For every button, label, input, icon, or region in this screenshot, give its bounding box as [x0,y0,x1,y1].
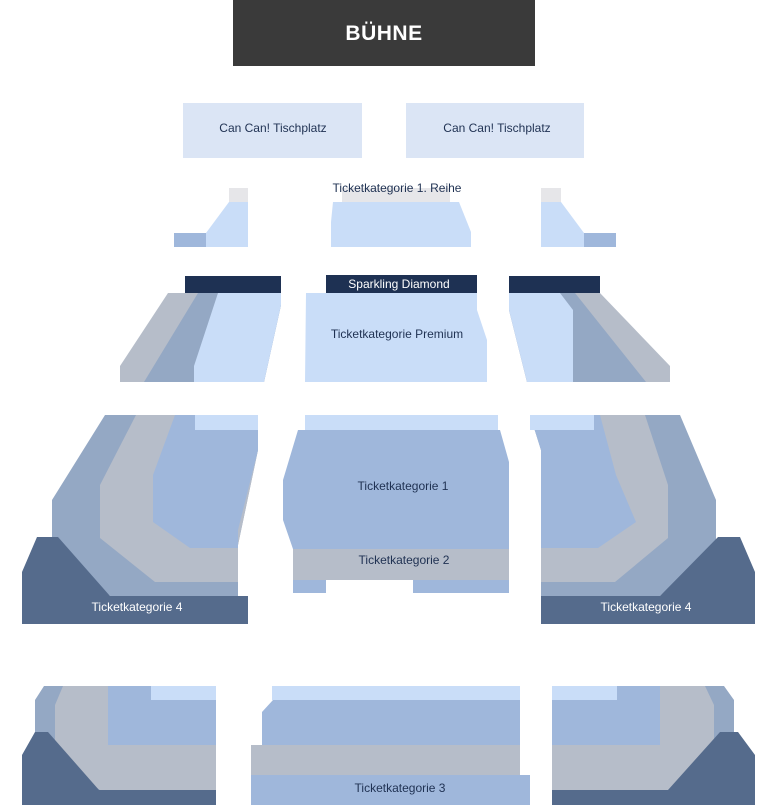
kat3-middle-block[interactable] [251,745,520,775]
section-kat3-center[interactable]: Ticketkategorie 3 [251,686,530,805]
bottom-left-kat4[interactable] [22,732,216,805]
section-bottom-left[interactable] [22,686,216,805]
reihe1-center-cap [342,188,450,202]
section-diamond-center[interactable]: Sparkling Diamond [326,275,477,293]
kat4-right-block[interactable] [541,537,755,624]
section-tischplatz-right[interactable]: Can Can! Tischplatz [406,103,584,158]
section-diamond-left[interactable] [185,276,281,293]
tischplatz-right-block[interactable] [406,103,584,158]
kat4-left-block[interactable] [22,537,248,624]
kat1-center-block[interactable] [283,430,509,549]
stage: BÜHNE [233,0,535,66]
reihe1-left-cap [229,188,248,202]
diamond-label: Sparkling Diamond [348,277,449,291]
kat-right-top-strip[interactable] [530,415,594,430]
kat4-right-label: Ticketkategorie 4 [601,600,692,614]
reihe1-left-block[interactable] [206,202,248,247]
section-kat-left[interactable]: Ticketkategorie 4 [22,415,258,624]
bottom-right-kat4[interactable] [552,732,755,805]
kat2-right-foot[interactable] [413,580,509,593]
section-reihe1-right[interactable] [541,188,616,247]
diamond-right-block[interactable] [509,276,600,293]
kat4-left-label: Ticketkategorie 4 [92,600,183,614]
tischplatz-left-label: Can Can! Tischplatz [219,121,326,135]
premium-left-inner[interactable] [194,293,281,382]
kat1-top-strip[interactable] [305,415,498,430]
reihe1-left-tail[interactable] [174,233,206,247]
tischplatz-right-label: Can Can! Tischplatz [443,121,550,135]
kat-left-inner[interactable] [153,415,258,548]
reihe1-right-tail[interactable] [584,233,616,247]
kat2-center-block[interactable] [293,549,509,580]
section-tischplatz-left[interactable]: Can Can! Tischplatz [183,103,362,158]
stage-label: BÜHNE [345,22,422,45]
kat1-label: Ticketkategorie 1 [358,479,449,493]
kat3-upper-block[interactable] [262,700,520,745]
reihe1-center-block[interactable] [331,202,471,247]
premium-center-block[interactable] [305,293,487,382]
section-diamond-right[interactable] [509,276,600,293]
reihe1-right-block[interactable] [541,202,584,247]
reihe1-right-cap [541,188,561,202]
tischplatz-left-block[interactable] [183,103,362,158]
kat-right-inner[interactable] [530,415,636,548]
kat3-top-strip[interactable] [272,686,520,700]
bottom-right-top-strip[interactable] [552,686,617,700]
diamond-center-block[interactable] [326,275,477,293]
section-kat-right[interactable]: Ticketkategorie 4 [530,415,755,624]
section-premium-right[interactable] [509,293,670,382]
kat3-lower-block[interactable] [251,775,530,805]
stage-block [233,0,535,66]
section-kat1-center[interactable]: Ticketkategorie 1 [283,415,509,549]
premium-label: Ticketkategorie Premium [331,327,463,341]
premium-right-inner[interactable] [509,293,573,382]
kat3-label: Ticketkategorie 3 [355,781,446,795]
bottom-left-top-strip[interactable] [151,686,216,700]
diamond-left-block[interactable] [185,276,281,293]
kat2-label: Ticketkategorie 2 [359,553,450,567]
section-reihe1-left[interactable] [174,188,248,247]
kat-left-top-strip[interactable] [195,415,258,430]
section-bottom-right[interactable] [552,686,755,805]
reihe1-label: Ticketkategorie 1. Reihe [333,181,462,195]
section-premium-left[interactable] [120,293,281,382]
section-premium-center[interactable]: Ticketkategorie Premium [305,293,487,382]
bottom-left-inner[interactable] [108,686,216,745]
kat2-left-foot[interactable] [293,580,326,593]
section-reihe1-center[interactable]: Ticketkategorie 1. Reihe [331,181,471,247]
section-kat2-center[interactable]: Ticketkategorie 2 [293,549,509,593]
bottom-right-inner[interactable] [552,686,660,745]
